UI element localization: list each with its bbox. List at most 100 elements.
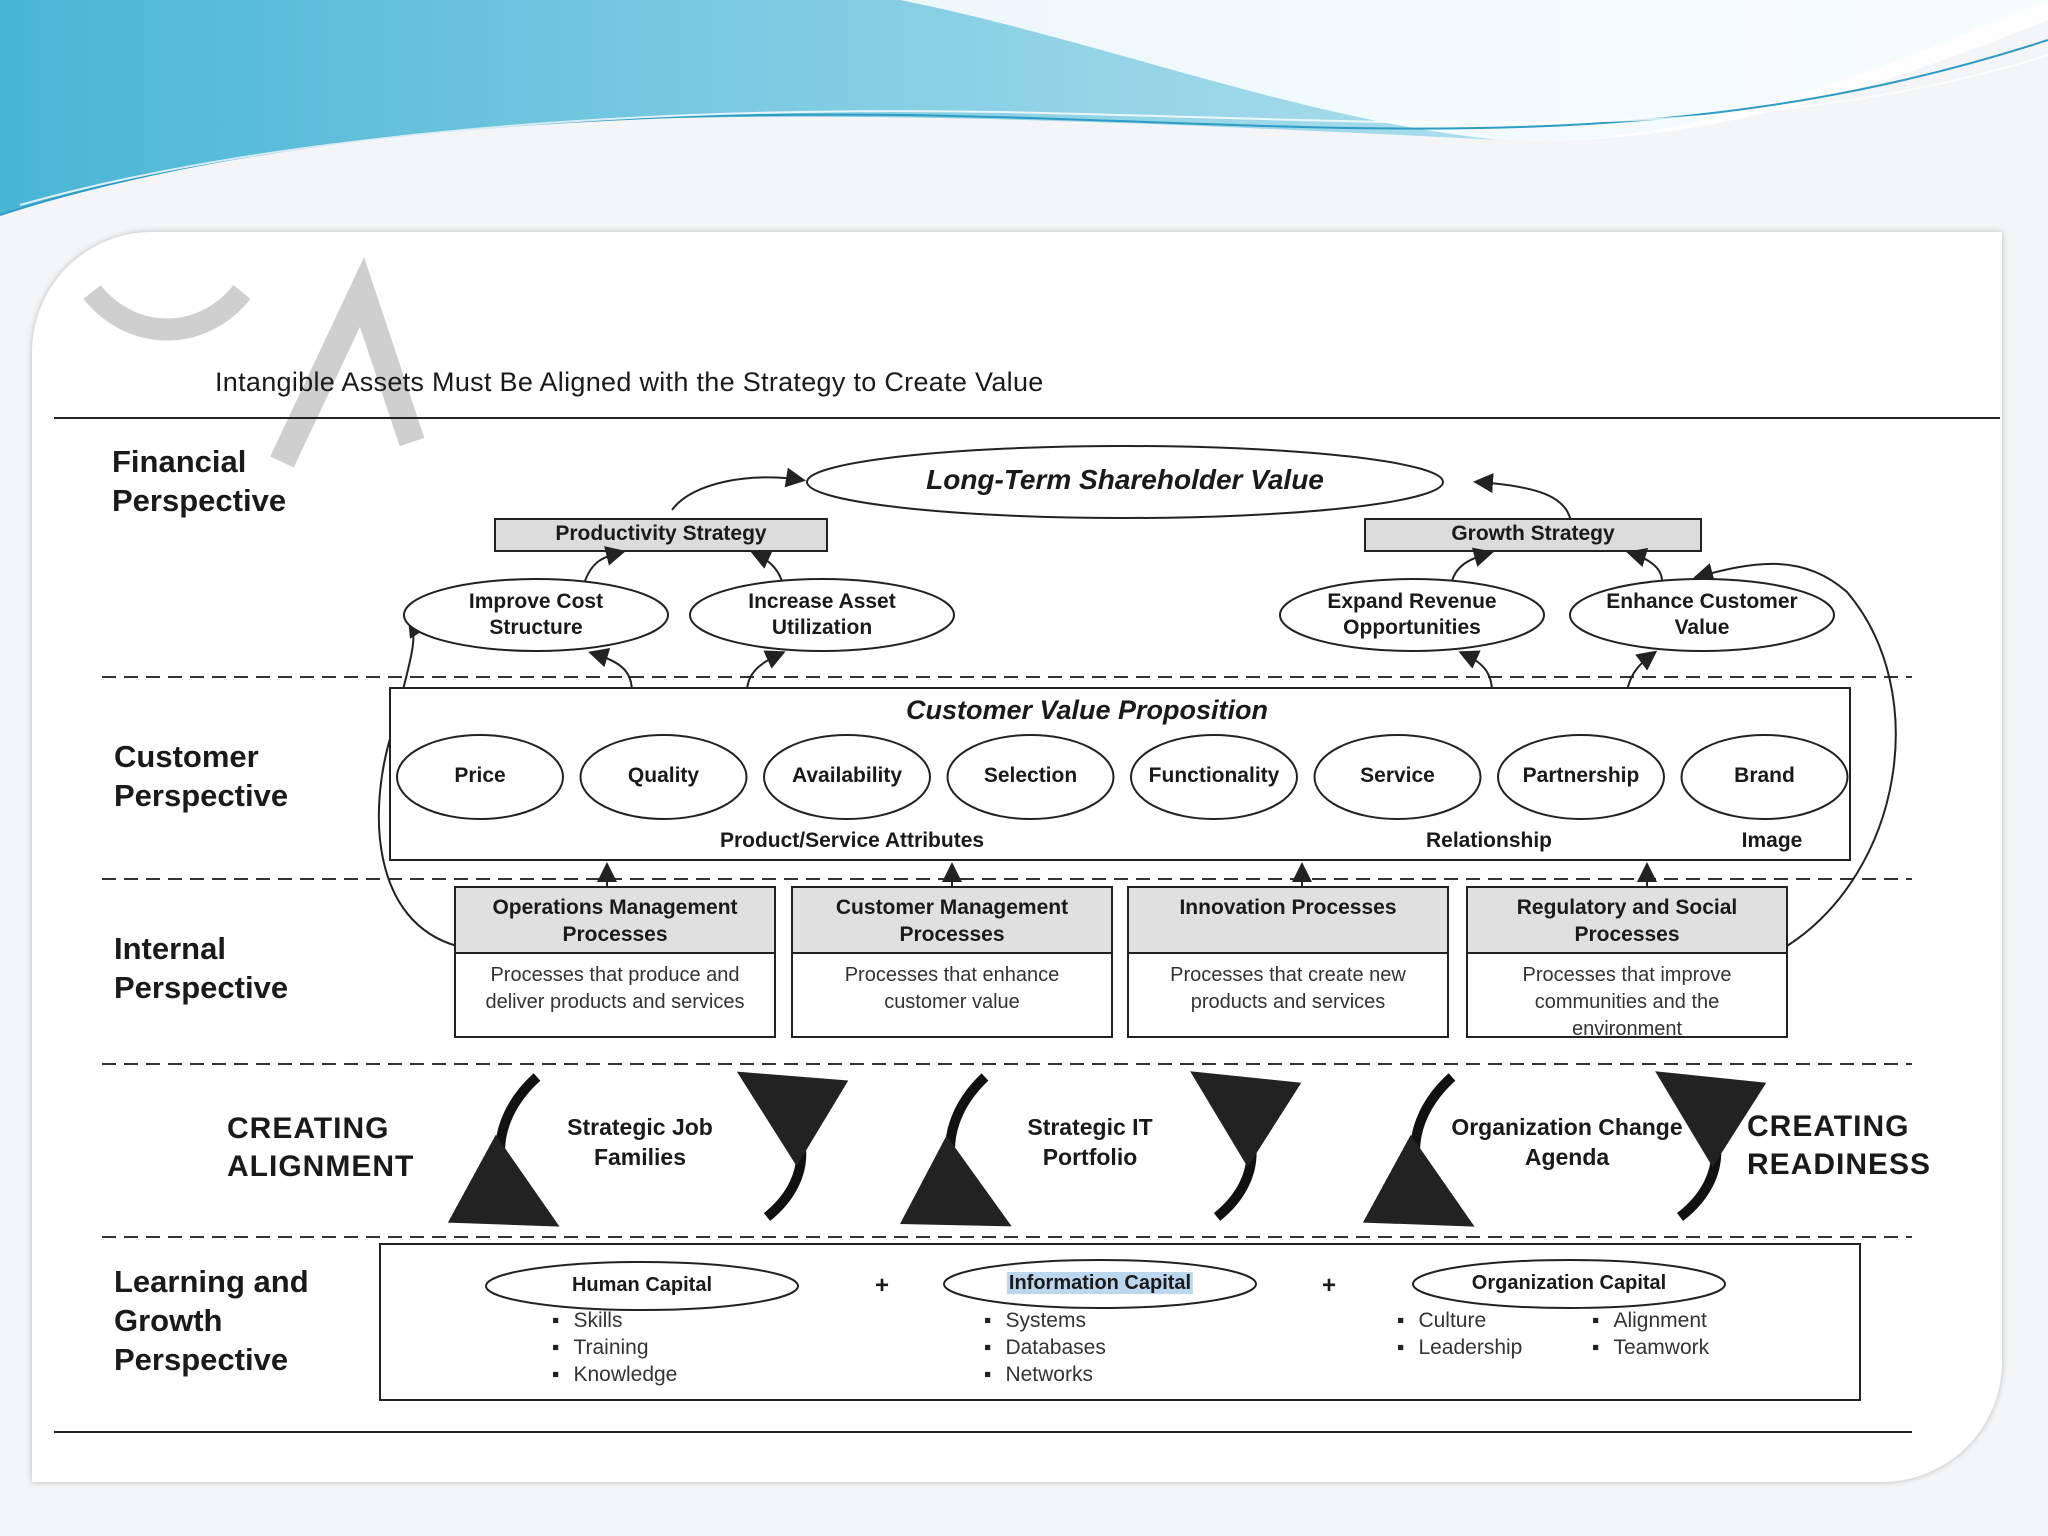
image-label: Image [1741, 829, 1803, 852]
list-item: Knowledge [552, 1363, 677, 1386]
plus-sign: + [1322, 1272, 1337, 1299]
process-header: Innovation Processes [1179, 896, 1397, 919]
organization-capital-label: Organization Capital [1471, 1272, 1667, 1294]
list-item: Leadership [1397, 1336, 1522, 1359]
expand-revenue-ellipse [1279, 578, 1545, 652]
attribute-ellipse [1130, 734, 1298, 820]
strategic-job-families-label: Strategic Job Families [567, 1114, 713, 1170]
alignment-arrows [447, 1071, 1767, 1227]
information-capital-list: Systems Databases Networks [984, 1307, 1106, 1388]
arrow [899, 1073, 1012, 1227]
list-item: Networks [984, 1363, 1093, 1386]
arrow [746, 650, 786, 693]
shareholder-value-ellipse [806, 445, 1444, 519]
attribute-label: Availability [791, 764, 903, 787]
customer-value-title: Customer Value Proposition [905, 695, 1269, 725]
human-capital-label: Human Capital [571, 1274, 713, 1296]
strategic-it-portfolio-label: Strategic IT Portfolio [1027, 1114, 1153, 1170]
list-item: Skills [552, 1309, 622, 1332]
increase-asset-ellipse [689, 578, 955, 652]
attribute-label: Selection [983, 764, 1078, 787]
list-item: Training [552, 1336, 649, 1359]
enhance-value-ellipse [1569, 578, 1835, 652]
attribute-ellipse [763, 734, 931, 820]
productivity-to-top-arrow [671, 467, 806, 511]
arrow [1190, 1071, 1302, 1221]
attribute-label: Quality [627, 764, 700, 787]
header-wave-decoration [0, 0, 2048, 216]
learning-perspective-label: Learning and Growth Perspective [114, 1264, 309, 1377]
attribute-ellipse [579, 734, 748, 820]
diagram-title: Intangible Assets Must Be Aligned with t… [215, 367, 1044, 397]
attribute-label: Partnership [1522, 764, 1640, 787]
attribute-label: Price [454, 764, 506, 787]
attribute-ellipses [396, 734, 1849, 820]
watermark-shape [270, 257, 425, 468]
attribute-ellipse [946, 734, 1115, 820]
slide-content-card: Intangible Assets Must Be Aligned with t… [32, 232, 2002, 1482]
arrow [1626, 650, 1658, 693]
arrow [1451, 547, 1494, 582]
process-box [1127, 886, 1449, 1038]
process-header: Customer Management Processes [835, 896, 1069, 946]
internal-perspective-label: Internal Perspective [114, 931, 289, 1005]
shareholder-value-label: Long-Term Shareholder Value [926, 464, 1324, 495]
list-item: Alignment [1592, 1309, 1707, 1332]
expand-revenue-label: Expand Revenue Opportunities [1327, 590, 1497, 639]
information-capital-label: Information Capital [1006, 1272, 1194, 1294]
process-header: Regulatory and Social Processes [1516, 896, 1738, 946]
loop-arrow-left [377, 616, 458, 947]
loop-arrow-right [1693, 562, 1897, 947]
process-description: Processes that produce and deliver produ… [485, 964, 745, 1013]
human-capital-list: Skills Training Knowledge [552, 1307, 677, 1388]
plus-sign: + [875, 1272, 890, 1299]
arrow [588, 648, 633, 693]
arrow [1626, 547, 1663, 582]
process-description: Processes that create new products and s… [1170, 964, 1406, 1013]
arrow [750, 550, 783, 582]
customer-perspective-label: Customer Perspective [114, 739, 289, 813]
arrow [736, 1071, 849, 1221]
growth-strategy-box [1364, 518, 1702, 552]
creating-alignment-label: CREATING ALIGNMENT [227, 1112, 415, 1183]
financial-perspective-label: Financial Perspective [112, 444, 287, 518]
process-box [791, 886, 1113, 1038]
enhance-value-label: Enhance Customer Value [1606, 590, 1798, 639]
list-item: Teamwork [1592, 1336, 1709, 1359]
product-attributes-label: Product/Service Attributes [719, 829, 985, 852]
attribute-label: Brand [1734, 764, 1795, 787]
improve-cost-ellipse [403, 578, 669, 652]
attribute-ellipse [1497, 734, 1665, 820]
process-box [454, 886, 776, 1038]
attribute-label: Functionality [1148, 764, 1280, 787]
organization-capital-list-right: Alignment Teamwork [1592, 1307, 1709, 1361]
process-box [1466, 886, 1788, 1038]
organization-capital-ellipse [1412, 1259, 1726, 1309]
organization-capital-list-left: Culture Leadership [1397, 1307, 1522, 1361]
arrow [447, 1073, 560, 1227]
change-agenda-label: Organization Change Agenda [1451, 1114, 1683, 1170]
arrow [1362, 1073, 1475, 1227]
productivity-strategy-box [494, 518, 828, 552]
process-description: Processes that enhance customer value [844, 964, 1060, 1013]
attribute-ellipse [1680, 734, 1849, 820]
attribute-label: Service [1360, 764, 1435, 787]
increase-asset-label: Increase Asset Utilization [748, 590, 896, 639]
watermark-shape [83, 284, 251, 341]
arrow [1458, 650, 1493, 693]
improve-cost-label: Improve Cost Structure [468, 590, 604, 639]
human-capital-ellipse [485, 1261, 799, 1311]
list-item: Culture [1397, 1309, 1486, 1332]
attribute-ellipse [1313, 734, 1482, 820]
list-item: Systems [984, 1309, 1086, 1332]
process-description: Processes that improve communities and t… [1522, 964, 1732, 1040]
arrow [1655, 1071, 1767, 1221]
arrow [584, 546, 626, 582]
productivity-strategy-label: Productivity Strategy [555, 522, 767, 545]
attribute-ellipse [396, 734, 564, 820]
creating-readiness-label: CREATING READINESS [1747, 1110, 1932, 1181]
relationship-label: Relationship [1425, 829, 1553, 852]
growth-strategy-label: Growth Strategy [1451, 522, 1615, 545]
process-header: Operations Management Processes [492, 896, 738, 946]
list-item: Databases [984, 1336, 1106, 1359]
